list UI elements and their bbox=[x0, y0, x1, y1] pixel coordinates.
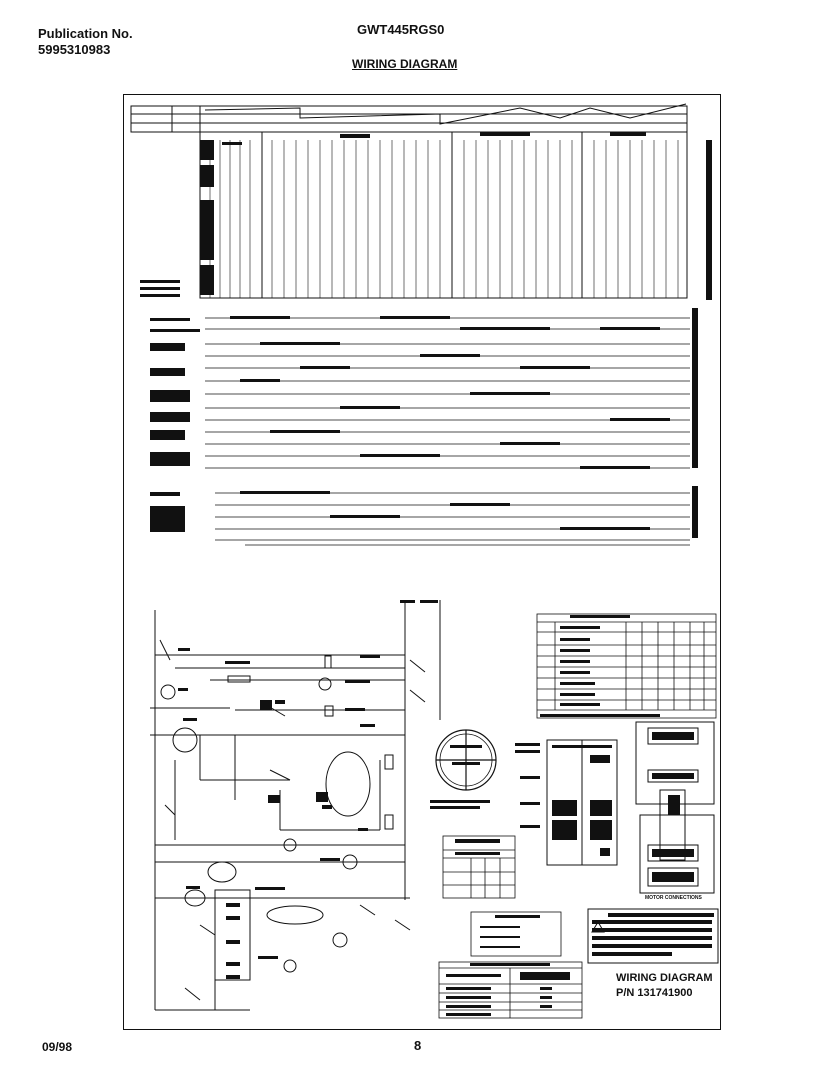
timer-contact-bars bbox=[150, 308, 698, 538]
section-title: WIRING DIAGRAM bbox=[352, 57, 458, 71]
legend-box bbox=[470, 911, 562, 957]
timer-motor bbox=[172, 727, 198, 753]
chart-header-marks bbox=[140, 132, 712, 300]
drive-motor-assembly bbox=[325, 751, 371, 817]
parts-table bbox=[438, 961, 583, 1019]
cycle-advance-line bbox=[204, 103, 687, 125]
switch-table bbox=[442, 835, 516, 899]
terminal-block bbox=[546, 739, 618, 866]
warning-box bbox=[587, 908, 719, 964]
timer-chart bbox=[130, 103, 712, 546]
diagram-frame bbox=[123, 94, 721, 1030]
publication-number: 5995310983 bbox=[38, 42, 111, 57]
motor-connections-label: MOTOR CONNECTIONS bbox=[645, 895, 702, 901]
diagram-part-number: P/N 131741900 bbox=[616, 987, 693, 999]
publication-label: Publication No. bbox=[38, 26, 133, 41]
speed-control-table bbox=[536, 613, 717, 719]
schematic-labels bbox=[178, 600, 438, 979]
timer-switch-rows bbox=[205, 317, 690, 541]
diagram-title: WIRING DIAGRAM bbox=[616, 972, 713, 984]
water-level-switch bbox=[435, 729, 497, 791]
model-number: GWT445RGS0 bbox=[357, 22, 445, 37]
schematic bbox=[150, 600, 441, 1011]
chart-columns bbox=[209, 140, 679, 298]
page-number: 8 bbox=[414, 1038, 422, 1053]
footer-date: 09/98 bbox=[42, 1040, 73, 1054]
